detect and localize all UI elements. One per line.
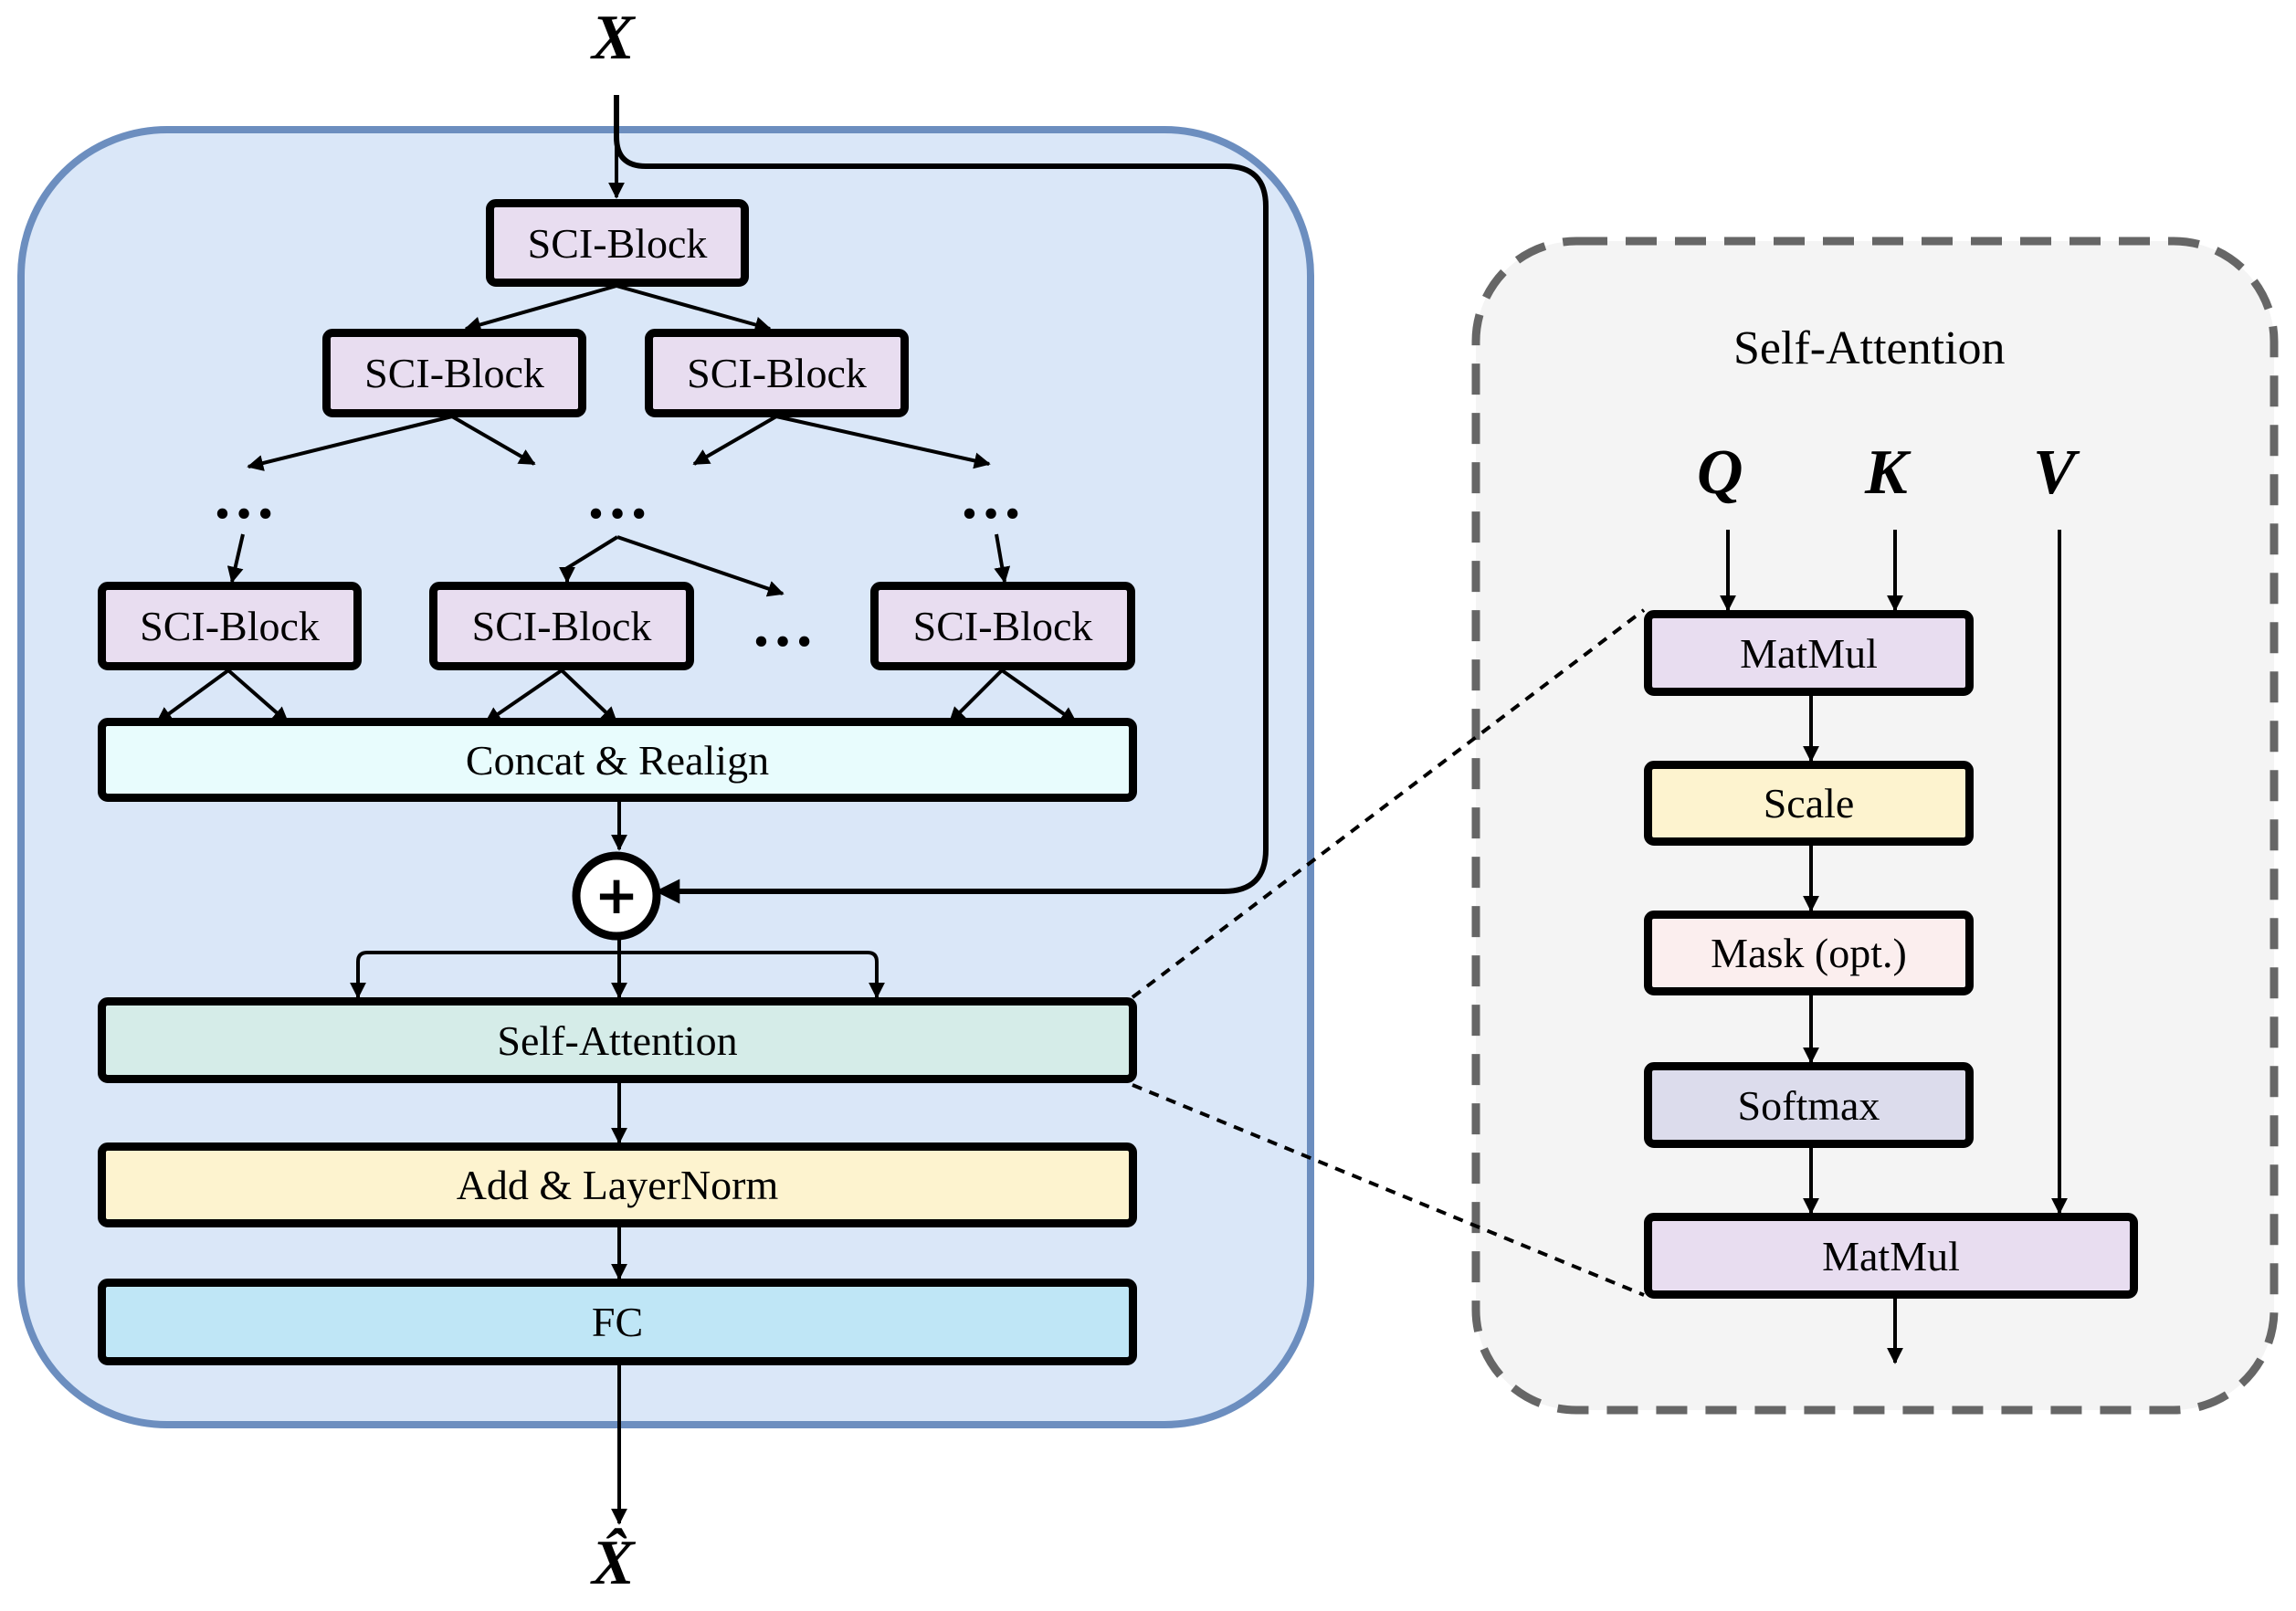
detail-title: Self-Attention xyxy=(1733,322,2006,374)
v-label: V xyxy=(2033,437,2076,508)
add-circle xyxy=(572,851,661,941)
arrow-tree-1a xyxy=(464,284,617,333)
self-attention-block: Self-Attention xyxy=(98,997,1137,1083)
concat-realign-block: Concat & Realign xyxy=(98,718,1137,802)
arrow-tree-2b xyxy=(450,415,536,466)
k-label: K xyxy=(1865,437,1908,508)
add-layernorm-block: Add & LayerNorm xyxy=(98,1142,1137,1227)
arrow-tree-3c xyxy=(616,535,785,597)
arrow-tree-2d xyxy=(775,415,991,469)
arrow-leaf-2b xyxy=(560,669,618,724)
sci-block-leaf-1: SCI-Block xyxy=(98,582,362,670)
sci-block-leaf-3: SCI-Block xyxy=(870,582,1135,670)
q-label: Q xyxy=(1697,437,1743,508)
mask-block: Mask (opt.) xyxy=(1644,911,1974,995)
sci-block-l2-left: SCI-Block xyxy=(322,329,586,417)
arrow-tree-3a xyxy=(226,533,245,584)
sci-block-root: SCI-Block xyxy=(486,199,749,287)
arrow-leaf-3b xyxy=(1000,669,1078,724)
arrow-tree-3b xyxy=(559,535,619,584)
arrow-add-to-attn-right xyxy=(619,951,885,999)
scale-block: Scale xyxy=(1644,761,1974,846)
input-x-label: X xyxy=(592,3,635,73)
zoom-connector-bottom xyxy=(1132,1083,1645,1297)
arrow-tree-2c xyxy=(692,415,778,466)
ellipsis-right: … xyxy=(959,462,1023,532)
sci-block-leaf-2: SCI-Block xyxy=(429,582,694,670)
arrow-leaf-3a xyxy=(948,669,1004,724)
arrow-leaf-2a xyxy=(484,669,563,724)
arrow-tree-1b xyxy=(616,284,772,333)
arrow-leaf-1b xyxy=(226,669,290,724)
arrow-leaf-1a xyxy=(155,669,230,724)
softmax-block: Softmax xyxy=(1644,1062,1974,1148)
ellipsis-leaves: … xyxy=(751,590,815,660)
matmul-block-2: MatMul xyxy=(1644,1213,2138,1299)
zoom-connector-top xyxy=(1131,608,1646,999)
sci-block-l2-right: SCI-Block xyxy=(645,329,909,417)
output-x-hat-label: X̂ xyxy=(592,1528,635,1598)
add-symbol: + xyxy=(595,864,639,926)
ellipsis-center: … xyxy=(585,462,649,532)
arrow-tree-3d xyxy=(994,533,1011,584)
arrow-add-to-attn-left xyxy=(350,951,619,999)
residual-connection xyxy=(614,95,1269,904)
matmul-block-1: MatMul xyxy=(1644,610,1974,696)
fc-block: FC xyxy=(98,1279,1137,1365)
ellipsis-left: … xyxy=(212,462,276,532)
arrow-tree-2a xyxy=(247,415,453,471)
